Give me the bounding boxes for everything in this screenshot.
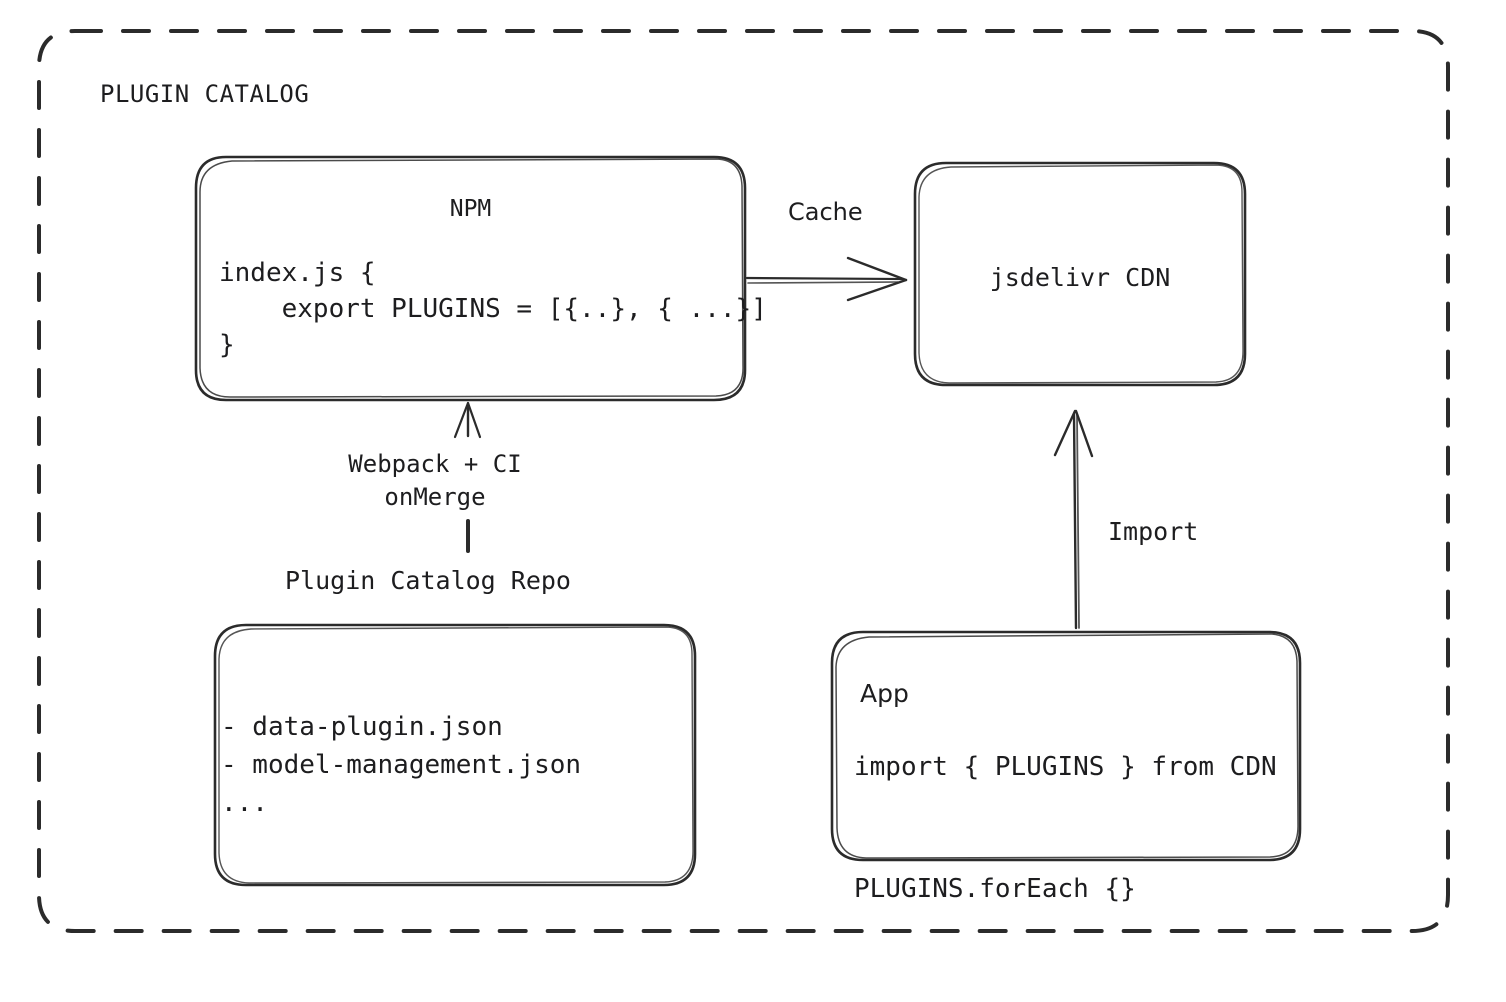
edge-label-import: Import <box>1108 517 1199 546</box>
npm-node-title: NPM <box>449 196 492 222</box>
repo-node-label: Plugin Catalog Repo <box>285 566 571 595</box>
edge-label-cache: Cache <box>788 198 863 226</box>
repo-node-code: - data-plugin.json - model-management.js… <box>221 712 582 818</box>
edge-label-webpack-ci: Webpack + CI onMerge <box>348 450 522 511</box>
cdn-node-title: jsdelivr CDN <box>989 263 1171 292</box>
npm-node-code: index.js { export PLUGINS = [{..}, { ...… <box>219 258 767 360</box>
group-title: PLUGIN CATALOG <box>100 80 310 108</box>
arrow-npm-to-cdn <box>745 256 908 302</box>
app-node-title: App <box>860 679 909 708</box>
arrow-app-to-cdn <box>1053 409 1094 630</box>
app-node-code: import { PLUGINS } from CDN PLUGINS.forE… <box>854 752 1277 904</box>
